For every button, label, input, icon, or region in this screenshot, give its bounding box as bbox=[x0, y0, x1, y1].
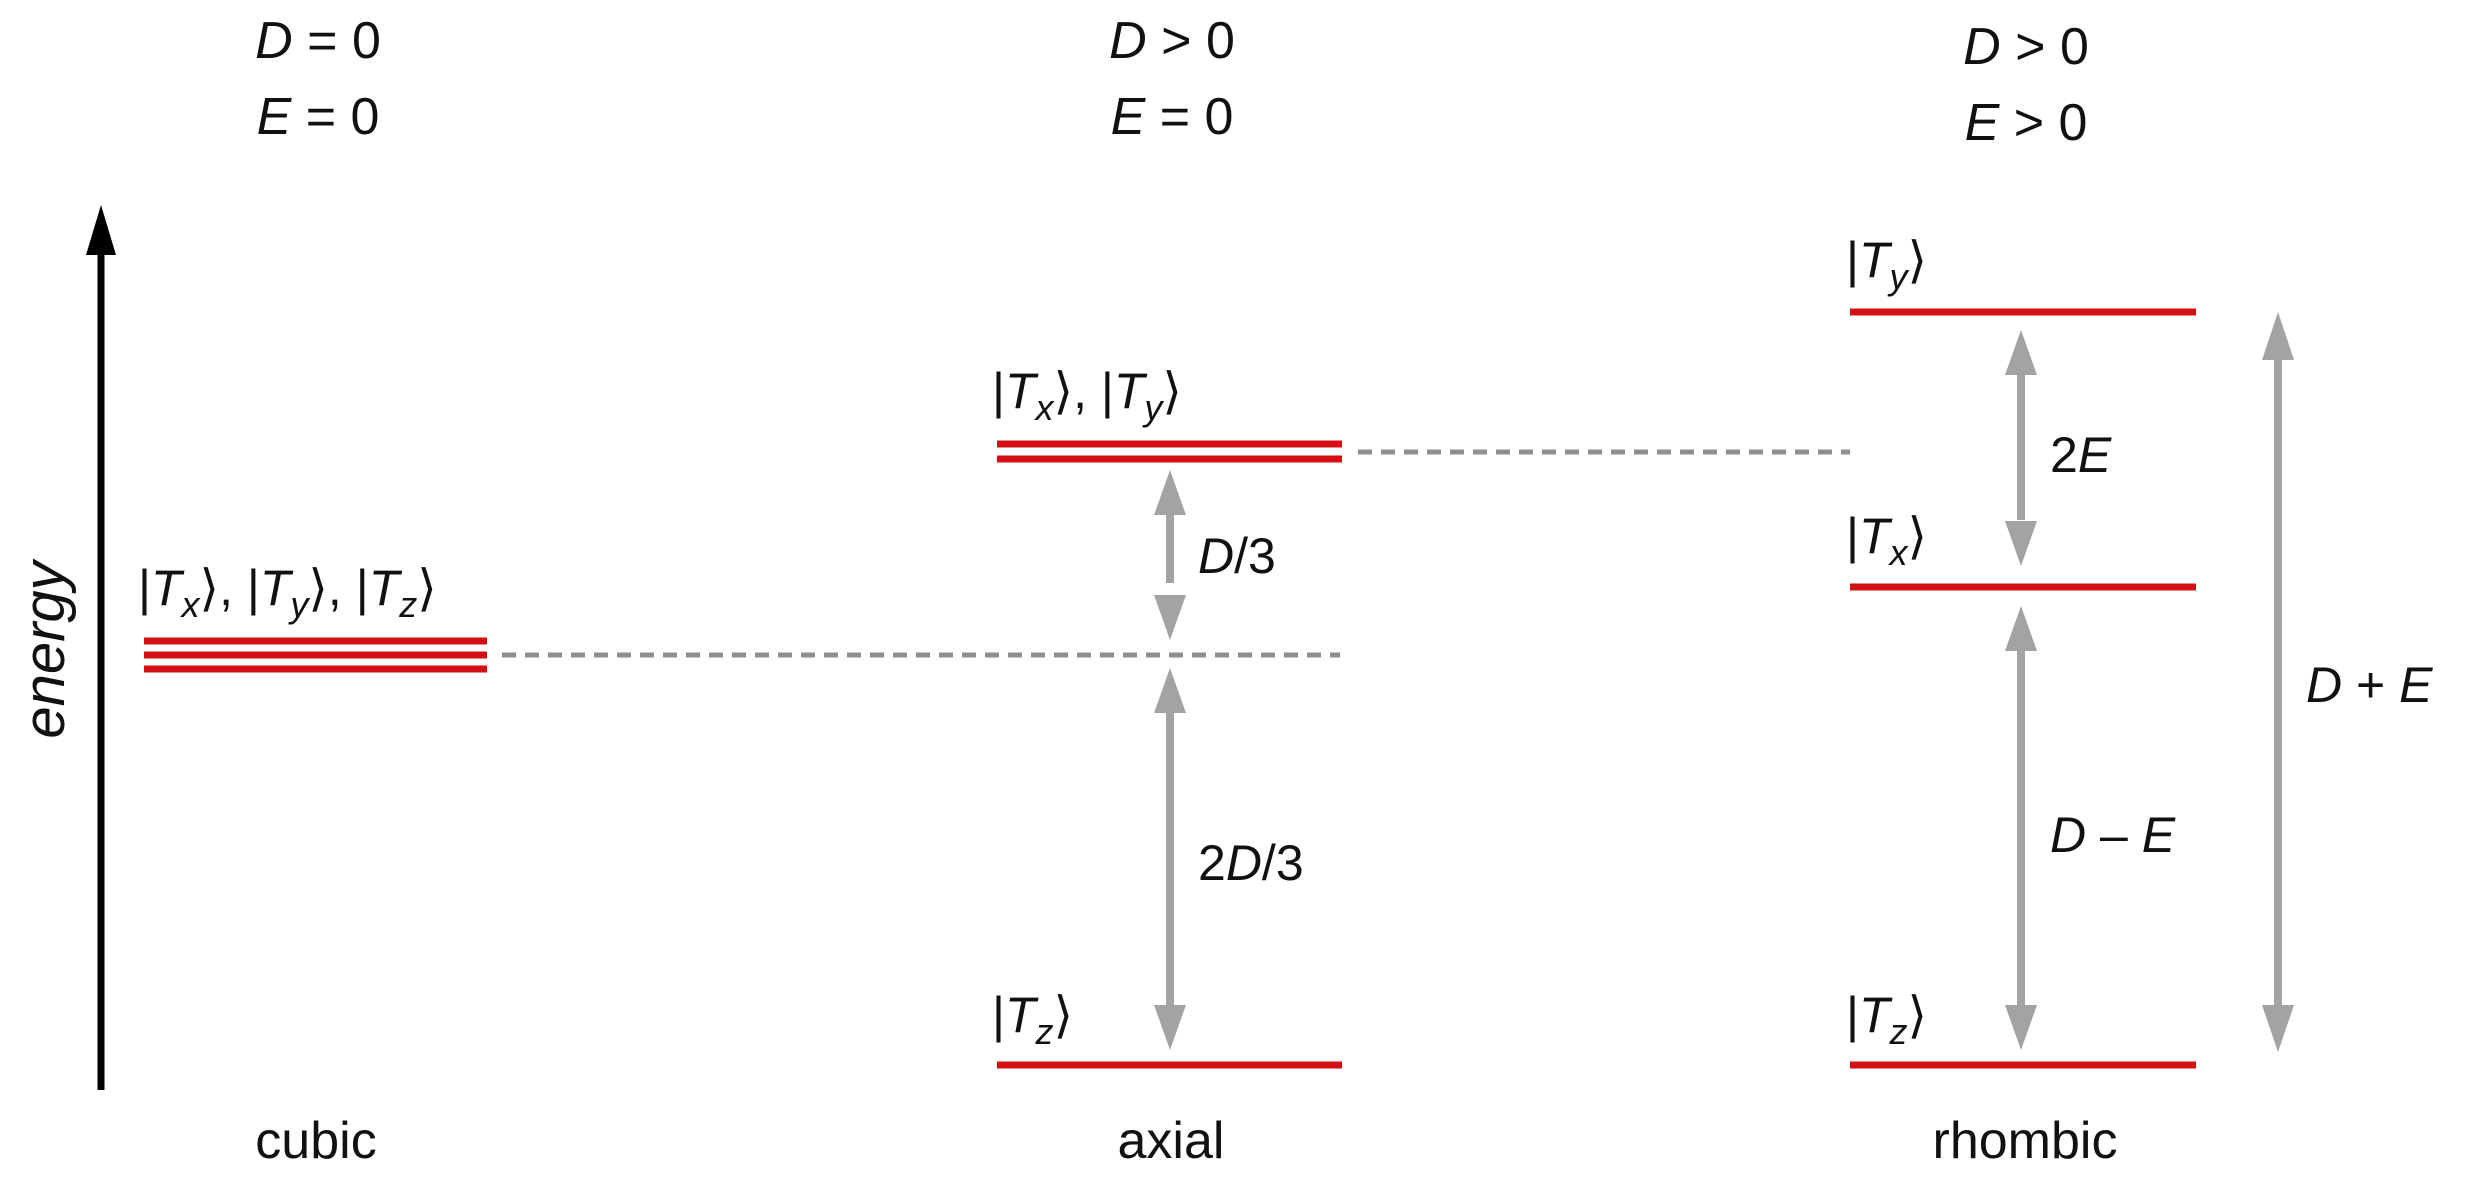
gap-variable: D bbox=[1226, 835, 1262, 891]
ket-subscript: x bbox=[1034, 387, 1056, 428]
axial-d-condition: D > 0 bbox=[1109, 12, 1235, 70]
gap-arrow-d-minus-e bbox=[2005, 606, 2037, 1050]
ket-open: | bbox=[1846, 987, 1859, 1043]
ket-symbol: T bbox=[1859, 508, 1893, 564]
ket-open: | bbox=[992, 987, 1005, 1043]
gap-variable: D bbox=[2306, 657, 2342, 713]
rhombic-y-state-label: |Ty⟩ bbox=[1846, 232, 1927, 297]
gap-arrow-2e bbox=[2005, 330, 2037, 566]
gap-arrow-2d3 bbox=[1154, 668, 1186, 1050]
rhombic-x-state-label: |Tx⟩ bbox=[1846, 508, 1927, 573]
ket-subscript: x bbox=[180, 584, 202, 625]
ket-symbol: T bbox=[151, 560, 185, 616]
ket-symbol: T bbox=[260, 560, 294, 616]
e-symbol: E bbox=[1965, 94, 2001, 152]
ket-open: | bbox=[992, 363, 1005, 419]
ket-symbol: T bbox=[1859, 232, 1893, 288]
d-relation: > 0 bbox=[1147, 12, 1235, 70]
rhombic-conditions: D > 0 E > 0 bbox=[1963, 18, 2089, 152]
gap-label-2e: 2E bbox=[2050, 427, 2112, 483]
rhombic-column-label: rhombic bbox=[1933, 1112, 2118, 1170]
ket-close: ⟩ bbox=[1908, 508, 1928, 564]
e-symbol: E bbox=[1111, 88, 1147, 146]
e-relation: = 0 bbox=[1145, 88, 1233, 146]
gap-suffix: /3 bbox=[1262, 835, 1304, 891]
cubic-e-condition: E = 0 bbox=[257, 88, 380, 146]
cubic-conditions: D = 0 E = 0 bbox=[255, 12, 381, 146]
energy-axis-label: energy bbox=[12, 558, 77, 738]
ket-subscript: y bbox=[287, 584, 310, 625]
gap-label-d-plus-e: D + E bbox=[2306, 657, 2433, 713]
axial-xy-level bbox=[997, 440, 1342, 463]
rhombic-z-state-label: |Tz⟩ bbox=[1846, 987, 1927, 1052]
ket-close: ⟩ bbox=[308, 560, 328, 616]
gap-variable: E bbox=[2078, 427, 2112, 483]
cubic-level bbox=[144, 637, 487, 673]
ket-symbol: T bbox=[1114, 363, 1148, 419]
d-symbol: D bbox=[255, 12, 293, 70]
cubic-column-label: cubic bbox=[255, 1112, 376, 1170]
gap-variable: D bbox=[1198, 528, 1234, 584]
axial-xy-state-label: |Tx⟩, |Ty⟩ bbox=[992, 363, 1182, 428]
ket-close: ⟩ bbox=[417, 560, 437, 616]
d-relation: > 0 bbox=[2001, 18, 2089, 76]
ket-separator: , bbox=[328, 560, 356, 616]
gap-prefix: 2 bbox=[2050, 427, 2078, 483]
gap-label-2d3: 2D/3 bbox=[1198, 835, 1304, 891]
energy-axis-arrowhead bbox=[86, 205, 116, 255]
ket-subscript: z bbox=[398, 584, 417, 625]
gap-suffix: /3 bbox=[1234, 528, 1276, 584]
ket-symbol: T bbox=[1005, 363, 1039, 419]
axial-conditions: D > 0 E = 0 bbox=[1109, 12, 1235, 146]
gap-label-d-minus-e: D – E bbox=[2050, 807, 2176, 863]
ket-close: ⟩ bbox=[1054, 987, 1074, 1043]
d-relation: = 0 bbox=[293, 12, 381, 70]
e-symbol: E bbox=[257, 88, 293, 146]
d-symbol: D bbox=[1963, 18, 2001, 76]
gap-label-d3: D/3 bbox=[1198, 528, 1276, 584]
gap-operator: + bbox=[2342, 657, 2399, 713]
e-relation: = 0 bbox=[291, 88, 379, 146]
ket-open: | bbox=[1101, 363, 1114, 419]
energy-axis: energy bbox=[12, 205, 116, 1090]
gap-variable: E bbox=[2399, 657, 2433, 713]
e-relation: > 0 bbox=[1999, 94, 2087, 152]
gap-arrow-d-plus-e bbox=[2262, 312, 2294, 1052]
ket-open: | bbox=[1846, 232, 1859, 288]
d-symbol: D bbox=[1109, 12, 1147, 70]
axial-column-label: axial bbox=[1118, 1112, 1225, 1170]
axial-z-state-label: |Tz⟩ bbox=[992, 987, 1073, 1052]
ket-close: ⟩ bbox=[200, 560, 220, 616]
ket-close: ⟩ bbox=[1908, 232, 1928, 288]
ket-separator: , bbox=[219, 560, 247, 616]
ket-symbol: T bbox=[1859, 987, 1893, 1043]
ket-subscript: z bbox=[1889, 1011, 1908, 1052]
ket-open: | bbox=[356, 560, 369, 616]
gap-operator: – bbox=[2086, 807, 2142, 863]
ket-open: | bbox=[247, 560, 260, 616]
cubic-state-label: |Tx⟩, |Ty⟩, |Tz⟩ bbox=[138, 560, 437, 625]
gap-prefix: 2 bbox=[1198, 835, 1226, 891]
gap-variable: E bbox=[2142, 807, 2176, 863]
rhombic-e-condition: E > 0 bbox=[1965, 94, 2088, 152]
ket-close: ⟩ bbox=[1054, 363, 1074, 419]
ket-subscript: y bbox=[1141, 387, 1164, 428]
axial-e-condition: E = 0 bbox=[1111, 88, 1234, 146]
rhombic-d-condition: D > 0 bbox=[1963, 18, 2089, 76]
gap-arrow-d3 bbox=[1154, 470, 1186, 640]
ket-separator: , bbox=[1073, 363, 1101, 419]
gap-variable: D bbox=[2050, 807, 2086, 863]
ket-close: ⟩ bbox=[1162, 363, 1182, 419]
ket-symbol: T bbox=[1005, 987, 1039, 1043]
ket-open: | bbox=[138, 560, 151, 616]
ket-close: ⟩ bbox=[1908, 987, 1928, 1043]
ket-symbol: T bbox=[369, 560, 403, 616]
ket-open: | bbox=[1846, 508, 1859, 564]
ket-subscript: y bbox=[1887, 256, 1910, 297]
ket-subscript: x bbox=[1888, 532, 1910, 573]
cubic-d-condition: D = 0 bbox=[255, 12, 381, 70]
ket-subscript: z bbox=[1035, 1011, 1054, 1052]
